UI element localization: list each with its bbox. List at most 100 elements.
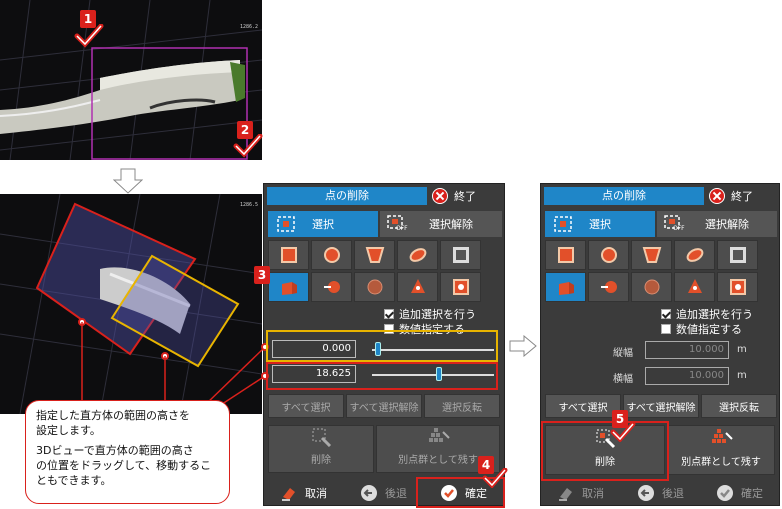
deselect-mode-button[interactable]: OFF 選択解除	[657, 211, 777, 237]
delete-points-panel-right: 点の削除 終了 選択 OFF 選択解除	[540, 183, 780, 506]
selection-mode-row: 選択 OFF 選択解除	[545, 211, 777, 237]
length-input[interactable]: 10.000	[645, 341, 729, 359]
numeric-check[interactable]	[661, 324, 671, 334]
add-selection-check[interactable]	[384, 309, 394, 319]
points-pattern-icon	[729, 247, 746, 263]
bottom-3d-view[interactable]: 1286.5	[0, 194, 262, 414]
top-coord-label: 1286.2	[239, 24, 258, 30]
tool-polygon[interactable]	[354, 240, 395, 270]
top-view-graphic	[0, 0, 262, 160]
close-button[interactable]: 終了	[709, 187, 753, 205]
panel-title: 点の削除	[267, 187, 427, 205]
cuboid-select-icon	[558, 282, 574, 295]
deselect-all-button[interactable]: すべて選択解除	[346, 394, 422, 418]
numeric-checkbox[interactable]: 数値指定する	[661, 321, 742, 337]
sphere-select-icon	[644, 279, 659, 295]
close-label: 終了	[731, 190, 753, 203]
tool-rectangle[interactable]	[268, 240, 309, 270]
tool-freehand[interactable]	[674, 240, 715, 270]
tool-circle[interactable]	[588, 240, 629, 270]
add-selection-check[interactable]	[661, 309, 671, 319]
close-button[interactable]: 終了	[432, 187, 476, 205]
back-label: 後退	[385, 487, 407, 500]
add-selection-checkbox[interactable]: 追加選択を行う	[384, 306, 476, 322]
tool-cone[interactable]	[397, 272, 438, 302]
step-4-marker: 4	[478, 456, 494, 474]
confirm-button[interactable]: 確定	[424, 481, 504, 505]
select-label: 選択	[589, 218, 611, 231]
add-selection-checkbox[interactable]: 追加選択を行う	[661, 306, 753, 322]
numeric-check[interactable]	[384, 324, 394, 334]
off-badge: OFF	[673, 225, 685, 232]
confirm-label: 確定	[741, 487, 763, 500]
off-badge: OFF	[396, 225, 408, 232]
right-arrow-icon	[509, 335, 537, 357]
circle-select-icon	[323, 247, 340, 263]
bottom-coord-label: 1286.5	[239, 202, 258, 208]
height-max-slider-knob[interactable]	[436, 367, 442, 381]
cancel-button[interactable]: 取消	[264, 481, 344, 505]
tool-sphere[interactable]	[631, 272, 672, 302]
keep-points-icon	[712, 429, 733, 443]
cylinder-select-icon	[600, 281, 617, 293]
cancel-button[interactable]: 取消	[541, 481, 621, 505]
height-min-slider[interactable]	[372, 349, 494, 351]
tool-freehand[interactable]	[397, 240, 438, 270]
back-button[interactable]: 後退	[621, 481, 701, 505]
tool-polygon[interactable]	[631, 240, 672, 270]
tool-cylinder[interactable]	[588, 272, 629, 302]
points-pattern-icon	[452, 247, 469, 263]
width-input[interactable]: 10.000	[645, 367, 729, 385]
step-5-marker: 5	[612, 410, 628, 428]
tool-cylinder[interactable]	[311, 272, 352, 302]
invert-selection-button[interactable]: 選択反転	[701, 394, 777, 418]
height-max-slider[interactable]	[372, 374, 494, 376]
delete-button[interactable]: 削除	[545, 425, 665, 475]
height-min-input[interactable]: 0.000	[272, 340, 356, 358]
select-mode-button[interactable]: 選択	[268, 211, 378, 237]
cylinder-select-icon	[323, 281, 340, 293]
back-arrow-icon	[361, 485, 377, 501]
keep-as-other-label: 別点群として残す	[398, 455, 478, 466]
height-min-slider-knob[interactable]	[375, 342, 381, 356]
top-3d-view[interactable]: 1286.2	[0, 0, 262, 160]
down-arrow-icon	[113, 168, 143, 194]
delete-points-panel-left: 点の削除 終了 選択 OFF 選択解除	[263, 183, 505, 506]
select-all-button[interactable]: すべて選択	[268, 394, 344, 418]
polygon-select-icon	[365, 247, 384, 263]
tool-cuboid[interactable]	[268, 272, 309, 302]
tool-cone[interactable]	[674, 272, 715, 302]
delete-button[interactable]: 削除	[268, 425, 374, 473]
tool-rectangle[interactable]	[545, 240, 586, 270]
keep-as-other-button[interactable]: 別点群として残す	[667, 425, 775, 475]
height-max-input[interactable]: 18.625	[272, 365, 356, 383]
tool-all-points[interactable]	[717, 240, 758, 270]
deselect-mode-button[interactable]: OFF 選択解除	[380, 211, 502, 237]
cancel-label: 取消	[305, 487, 327, 500]
select-mode-button[interactable]: 選択	[545, 211, 655, 237]
deselect-all-button[interactable]: すべて選択解除	[623, 394, 699, 418]
select-all-button[interactable]: すべて選択	[545, 394, 621, 418]
invert-selection-button[interactable]: 選択反転	[424, 394, 500, 418]
callout-line-1: 指定した直方体の範囲の高さを	[36, 409, 190, 422]
freehand-select-icon	[409, 248, 426, 262]
custom-select-icon	[729, 279, 746, 295]
check-5-icon	[610, 422, 636, 442]
tool-custom[interactable]	[440, 272, 481, 302]
cuboid-select-icon	[281, 282, 297, 295]
deselect-label: 選択解除	[429, 218, 473, 231]
delete-points-icon	[312, 428, 332, 447]
numeric-checkbox[interactable]: 数値指定する	[384, 321, 465, 337]
tool-cuboid[interactable]	[545, 272, 586, 302]
tool-all-points[interactable]	[440, 240, 481, 270]
numeric-label: 数値指定する	[676, 323, 742, 336]
cancel-label: 取消	[582, 487, 604, 500]
back-button[interactable]: 後退	[344, 481, 424, 505]
confirm-button[interactable]: 確定	[701, 481, 779, 505]
eraser-icon	[559, 488, 572, 501]
custom-select-icon	[452, 279, 469, 295]
tool-sphere[interactable]	[354, 272, 395, 302]
width-label: 横幅	[613, 374, 633, 385]
tool-custom[interactable]	[717, 272, 758, 302]
tool-circle[interactable]	[311, 240, 352, 270]
